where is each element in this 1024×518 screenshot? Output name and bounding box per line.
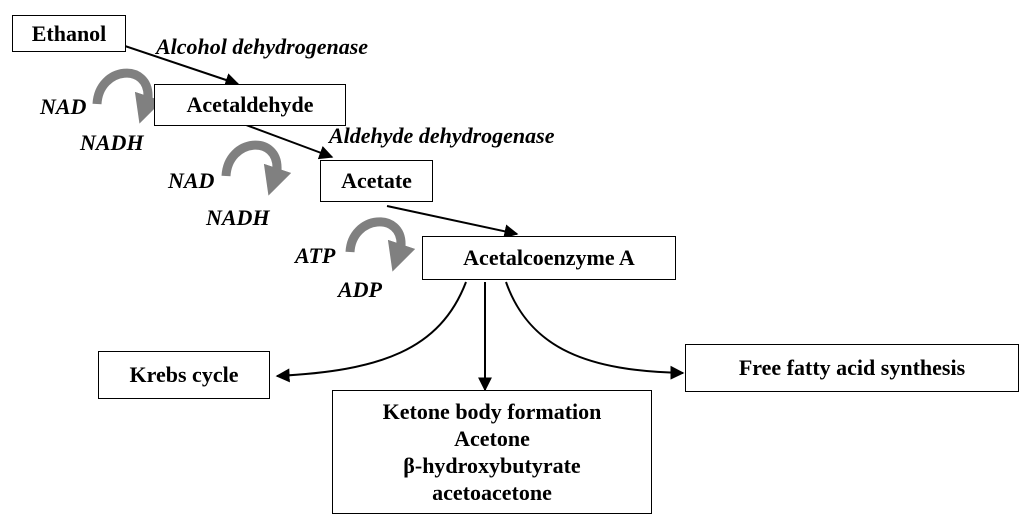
acetate-box: Acetate	[320, 160, 433, 202]
fatty-acid-box: Free fatty acid synthesis	[685, 344, 1019, 392]
fatty-acid-label: Free fatty acid synthesis	[738, 355, 966, 380]
ketone-line-3: β-hydroxybutyrate	[403, 453, 581, 478]
acetate-label: Acetate	[341, 168, 412, 193]
cofactor-3-out: ADP	[338, 277, 382, 302]
cofactor-arrow-3	[345, 217, 416, 272]
cofactor-2-out: NADH	[206, 205, 270, 230]
ethanol-label: Ethanol	[31, 20, 107, 46]
cofactor-3-in: ATP	[295, 243, 336, 268]
ketone-line-1: Ketone body formation	[382, 399, 602, 424]
acetyl-coa-box: Acetalcoenzyme A	[422, 236, 676, 280]
ketone-line-2: Acetone	[454, 426, 530, 451]
enzyme-alcohol-dehydrogenase: Alcohol dehydrogenase	[156, 34, 369, 59]
ketone-line-4: acetoacetone	[432, 480, 552, 505]
krebs-cycle-label: Krebs cycle	[129, 362, 239, 387]
acetyl-coa-label: Acetalcoenzyme A	[463, 245, 635, 270]
arrow-to-krebs	[275, 281, 467, 383]
cofactor-arrow-2	[221, 140, 292, 196]
arrow-acetate-to-acetylcoa	[386, 205, 519, 239]
enzyme-aldehyde-dehydrogenase: Aldehyde dehydrogenase	[329, 123, 555, 148]
arrow-acetaldehyde-to-acetate	[245, 124, 334, 160]
ethanol-box: Ethanol	[12, 15, 126, 52]
ketone-body-box: Ketone body formation Acetone β-hydroxyb…	[332, 390, 652, 514]
cofactor-arrow-1	[92, 68, 163, 124]
arrow-to-fatty-acid	[505, 281, 685, 380]
krebs-cycle-box: Krebs cycle	[98, 351, 270, 399]
arrow-ethanol-to-acetaldehyde	[124, 45, 240, 87]
cofactor-1-in: NAD	[40, 94, 87, 119]
cofactor-1-out: NADH	[80, 130, 144, 155]
acetaldehyde-box: Acetaldehyde	[154, 84, 346, 126]
cofactor-2-in: NAD	[168, 168, 215, 193]
acetaldehyde-label: Acetaldehyde	[186, 92, 314, 117]
